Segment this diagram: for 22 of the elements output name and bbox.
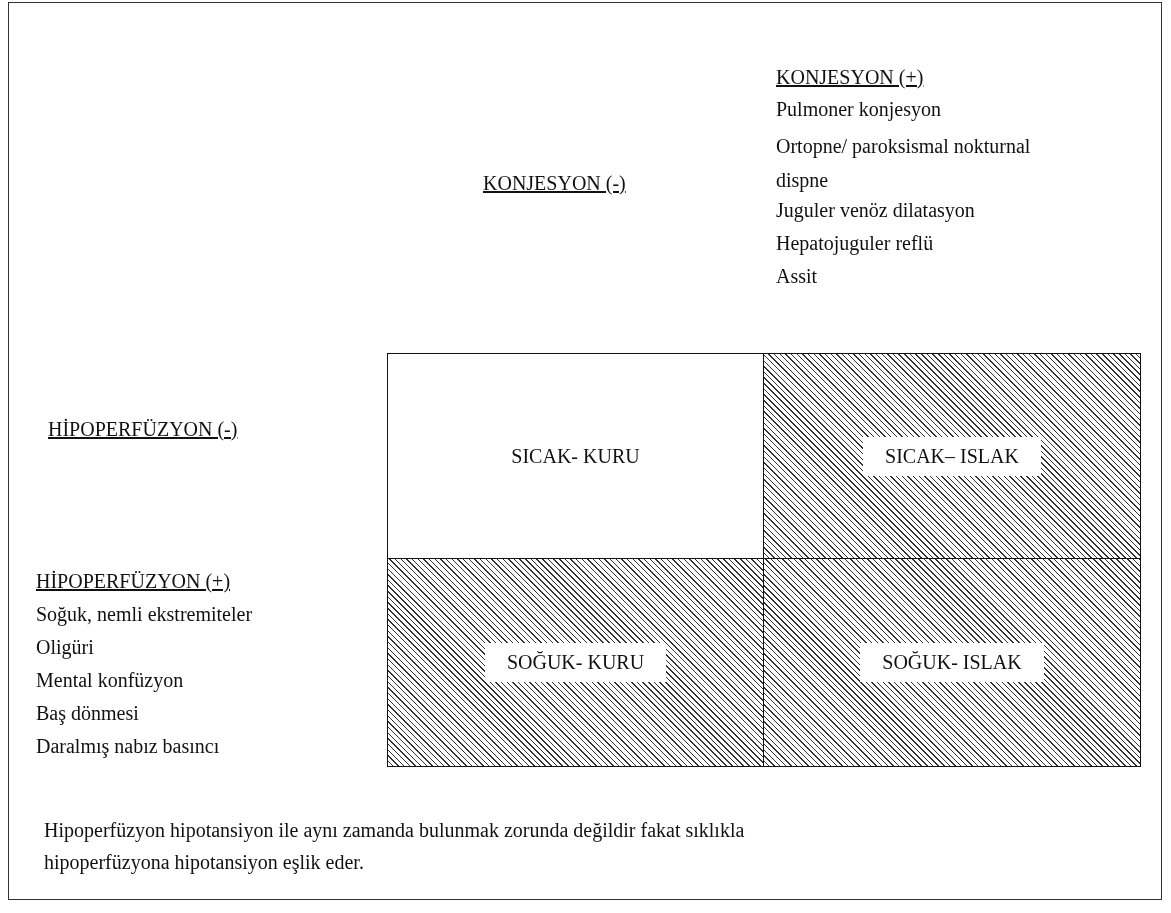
quadrant-label: SICAK– ISLAK: [863, 436, 1041, 476]
symptom-text: Juguler venöz dilatasyon: [776, 198, 975, 223]
quadrant-label: SOĞUK- ISLAK: [860, 643, 1044, 682]
hatched-quadrant: [763, 558, 1141, 767]
column-heading: KONJESYON (-): [483, 171, 626, 196]
row-heading: HİPOPERFÜZYON (+): [36, 569, 231, 594]
hatched-quadrant: [763, 353, 1141, 559]
symptom-text: Oligüri: [36, 635, 94, 660]
quadrant-label: SOĞUK- KURU: [484, 643, 667, 682]
column-heading: KONJESYON (+): [776, 65, 924, 90]
quadrant-label: SICAK- KURU: [510, 443, 641, 469]
symptom-text: Pulmoner konjesyon: [776, 97, 941, 122]
symptom-text: Assit: [776, 264, 818, 289]
symptom-text: Baş dönmesi: [36, 701, 139, 726]
symptom-text: Mental konfüzyon: [36, 668, 184, 693]
footnote-text: Hipoperfüzyon hipotansiyon ile aynı zamanda bulunmak zorunda değildir fakat sıklıkla hipoperfüzyona hipotansiyon eşlik eder.: [44, 818, 746, 876]
symptom-text: Daralmış nabız basıncı: [36, 734, 220, 759]
row-heading: HİPOPERFÜZYON (-): [48, 417, 238, 442]
symptom-text: Ortopne/ paroksismal nokturnal dispne: [776, 134, 1032, 194]
symptom-text: Hepatojuguler reflü: [776, 231, 934, 256]
symptom-text: Soğuk, nemli ekstremiteler: [36, 602, 253, 627]
hatched-quadrant: [387, 558, 764, 767]
